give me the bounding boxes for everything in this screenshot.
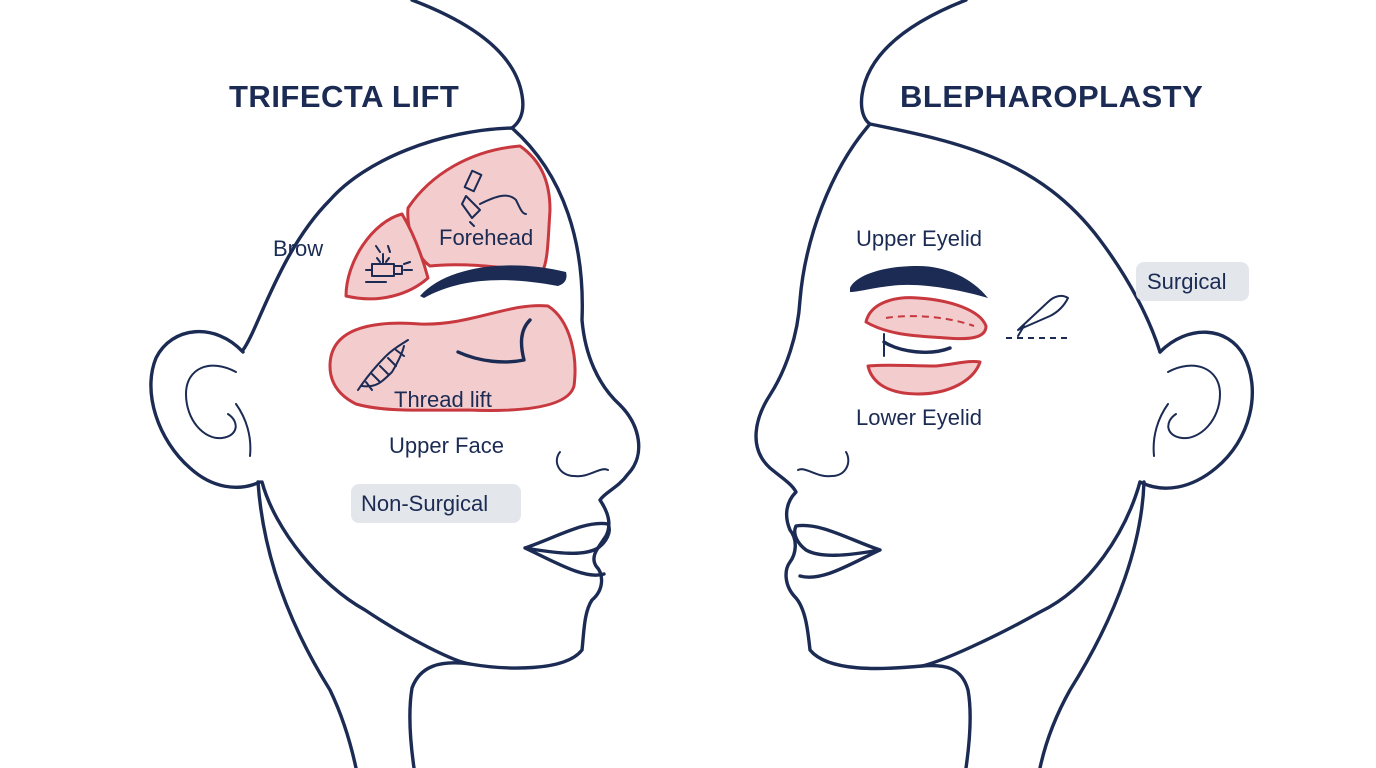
left-face: TRIFECTA LIFT Brow Forehead Thread lift …	[149, 0, 641, 768]
scalpel-icon	[1006, 294, 1072, 339]
upper-incision-line	[885, 315, 975, 327]
lower-eyelid-label: Lower Eyelid	[856, 405, 982, 430]
left-title: TRIFECTA LIFT	[229, 79, 459, 114]
surgical-badge: Surgical	[1136, 262, 1249, 301]
left-neck-back	[256, 480, 358, 768]
thread-icon	[357, 339, 409, 391]
right-nostril	[797, 451, 850, 478]
upper-face-label: Upper Face	[389, 433, 504, 458]
left-face-back-outline	[241, 126, 514, 352]
surgical-badge-bg	[1136, 262, 1249, 301]
right-face: BLEPHAROPLASTY Upper Eyelid Lower Eyelid…	[754, 0, 1254, 768]
microneedling-icon	[365, 245, 413, 283]
left-jaw	[260, 480, 472, 666]
right-lips	[793, 523, 882, 579]
left-ear	[149, 329, 262, 489]
left-eyebrow	[420, 265, 567, 298]
right-jaw	[920, 480, 1142, 668]
laser-device-icon	[461, 169, 527, 227]
lower-eyelid-zone	[866, 360, 982, 396]
left-ear-inner	[185, 364, 252, 457]
surgical-badge-text: Surgical	[1147, 269, 1226, 294]
thread-lift-label: Thread lift	[394, 387, 492, 412]
upper-eyelid-label: Upper Eyelid	[856, 226, 982, 251]
left-nostril	[555, 451, 609, 478]
non-surgical-badge-bg	[351, 484, 521, 523]
brow-zone	[344, 212, 430, 301]
thread-lift-zone	[328, 304, 577, 412]
right-closed-eye	[882, 340, 952, 354]
left-lips	[523, 521, 611, 577]
non-surgical-badge-text: Non-Surgical	[361, 491, 488, 516]
right-eyebrow	[850, 266, 988, 298]
brow-label: Brow	[273, 236, 323, 261]
left-closed-eye	[456, 318, 532, 364]
right-title: BLEPHAROPLASTY	[900, 79, 1203, 114]
forehead-label: Forehead	[439, 225, 533, 250]
right-ear-inner	[1152, 364, 1221, 457]
non-surgical-badge: Non-Surgical	[351, 484, 521, 523]
upper-eyelid-zone	[864, 296, 988, 341]
right-ear	[1138, 330, 1254, 490]
right-face-back-outline	[868, 122, 1162, 354]
right-neck-back	[1038, 480, 1146, 768]
